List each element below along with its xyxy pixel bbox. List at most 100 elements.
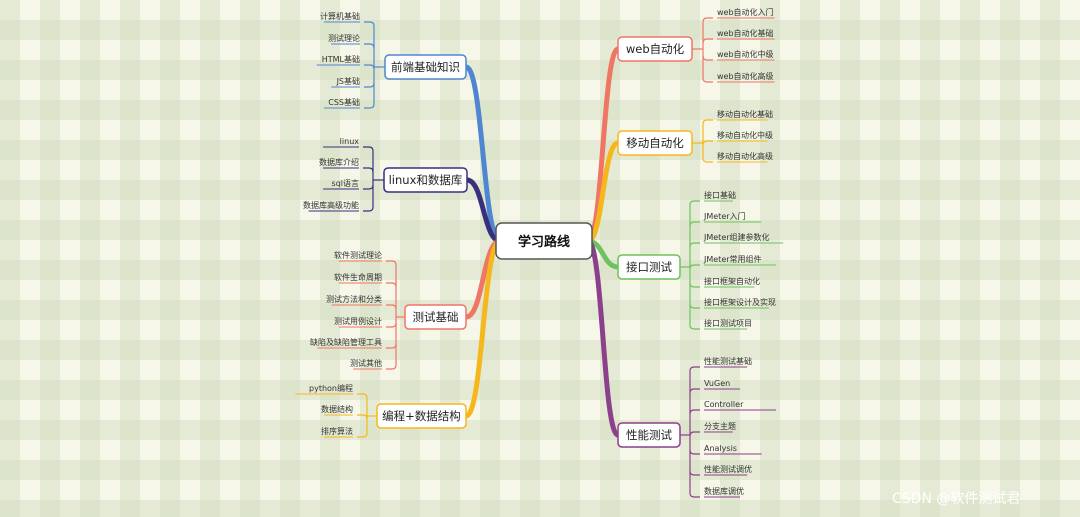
leaf-connector [364, 43, 375, 49]
leaf-topic[interactable]: 数据库高级功能 [303, 200, 359, 210]
leaf-connector [702, 140, 713, 146]
leaf-connector [357, 393, 368, 399]
leaf-connector [363, 206, 374, 212]
leaf-topic[interactable]: 测试理论 [328, 33, 360, 43]
leaf-topic[interactable]: web自动化基础 [717, 28, 774, 38]
leaf-topic[interactable]: JMeter常用组件 [703, 254, 762, 264]
branch-node[interactable] [383, 167, 468, 193]
leaf-topic[interactable]: 接口基础 [704, 190, 736, 200]
leaf-connector [702, 119, 713, 125]
leaf-connector [689, 242, 700, 248]
leaf-connector [386, 260, 397, 266]
leaf-connector [689, 200, 700, 206]
leaf-connector [689, 264, 700, 270]
branch-node[interactable] [617, 36, 693, 62]
branch-node[interactable] [617, 130, 693, 156]
leaf-connector [357, 432, 368, 438]
leaf-topic[interactable]: 计算机基础 [320, 11, 360, 21]
branch-label: web自动化 [626, 42, 685, 56]
leaf-topic[interactable]: 接口框架设计及实现 [704, 297, 776, 307]
leaf-connector [364, 64, 375, 70]
branch-label: 移动自动化 [626, 136, 684, 150]
leaf-topic[interactable]: sql语言 [332, 178, 359, 188]
leaf-topic[interactable]: JMeter组建参数化 [703, 232, 770, 242]
leaf-connector [364, 82, 375, 88]
leaf-connector [689, 431, 700, 437]
leaf-connector [363, 184, 374, 190]
leaf-connector [689, 470, 700, 476]
branch-label: 测试基础 [413, 310, 459, 324]
leaf-topic[interactable]: 接口测试项目 [704, 318, 752, 328]
leaf-connector [363, 167, 374, 173]
leaf-topic[interactable]: 软件生命周期 [334, 272, 382, 282]
leaf-connector [689, 409, 700, 415]
leaf-connector [689, 388, 700, 394]
root-node[interactable] [495, 222, 593, 260]
branch-label: 前端基础知识 [391, 60, 460, 74]
leaf-topic[interactable]: web自动化高级 [717, 71, 774, 81]
leaf-topic[interactable]: HTML基础 [322, 54, 360, 64]
leaf-topic[interactable]: linux [340, 137, 360, 146]
leaf-connector [386, 304, 397, 310]
leaf-topic[interactable]: 性能测试调优 [704, 464, 752, 474]
branch-label: linux和数据库 [389, 173, 463, 187]
leaf-connector [386, 282, 397, 288]
leaf-connector [702, 17, 713, 23]
main-branch-line [585, 238, 621, 438]
leaf-topic[interactable]: 数据结构 [321, 404, 353, 414]
leaf-connector [689, 492, 700, 498]
leaf-topic[interactable]: Analysis [704, 444, 737, 453]
main-branch-line [463, 238, 503, 419]
branch-label: 性能测试 [626, 428, 672, 442]
branch-node[interactable] [617, 254, 681, 280]
leaf-topic[interactable]: python编程 [309, 383, 353, 393]
leaf-connector [702, 38, 713, 44]
leaf-connector [689, 221, 700, 227]
leaf-connector [364, 103, 375, 109]
leaf-topic[interactable]: 测试其他 [350, 358, 382, 368]
leaf-topic[interactable]: 分支主题 [704, 421, 736, 431]
leaf-topic[interactable]: JMeter入门 [703, 211, 746, 221]
leaf-connector [702, 55, 713, 61]
leaf-topic[interactable]: 软件测试理论 [334, 250, 382, 260]
leaf-connector [364, 21, 375, 27]
branch-node[interactable] [617, 422, 681, 448]
leaf-topic[interactable]: web自动化中级 [717, 49, 774, 59]
leaf-connector [689, 366, 700, 372]
leaf-topic[interactable]: 性能测试基础 [704, 356, 752, 366]
main-branch-line [463, 64, 503, 244]
leaf-connector [689, 303, 700, 309]
leaf-topic[interactable]: 缺陷及缺陷管理工具 [310, 337, 382, 347]
leaf-connector [363, 146, 374, 152]
leaf-topic[interactable]: CSS基础 [328, 97, 360, 107]
leaf-connector [689, 449, 700, 455]
root-label: 学习路线 [518, 234, 570, 250]
leaf-connector [689, 282, 700, 288]
leaf-connector [386, 343, 397, 349]
branch-node[interactable] [376, 403, 467, 429]
leaf-topic[interactable]: 测试用例设计 [334, 316, 382, 326]
leaf-topic[interactable]: 移动自动化中级 [717, 130, 773, 140]
leaf-connector [702, 77, 713, 83]
leaf-topic[interactable]: 数据库调优 [704, 486, 744, 496]
branch-node[interactable] [384, 54, 467, 80]
leaf-topic[interactable]: 接口框架自动化 [704, 276, 760, 286]
leaf-connector [702, 157, 713, 163]
leaf-connector [386, 322, 397, 328]
leaf-topic[interactable]: 测试方法和分类 [326, 294, 382, 304]
leaf-topic[interactable]: 数据库介绍 [319, 157, 359, 167]
leaf-topic[interactable]: Controller [704, 400, 744, 409]
branch-label: 接口测试 [626, 260, 672, 274]
leaf-connector [386, 364, 397, 370]
leaf-topic[interactable]: JS基础 [336, 76, 360, 86]
leaf-topic[interactable]: VuGen [704, 379, 730, 388]
leaf-connector [689, 324, 700, 330]
leaf-topic[interactable]: web自动化入门 [717, 7, 774, 17]
leaf-topic[interactable]: 移动自动化高级 [717, 151, 773, 161]
branch-node[interactable] [404, 304, 467, 330]
leaf-topic[interactable]: 移动自动化基础 [717, 109, 773, 119]
branch-label: 编程+数据结构 [382, 409, 461, 423]
leaf-topic[interactable]: 排序算法 [321, 426, 353, 436]
